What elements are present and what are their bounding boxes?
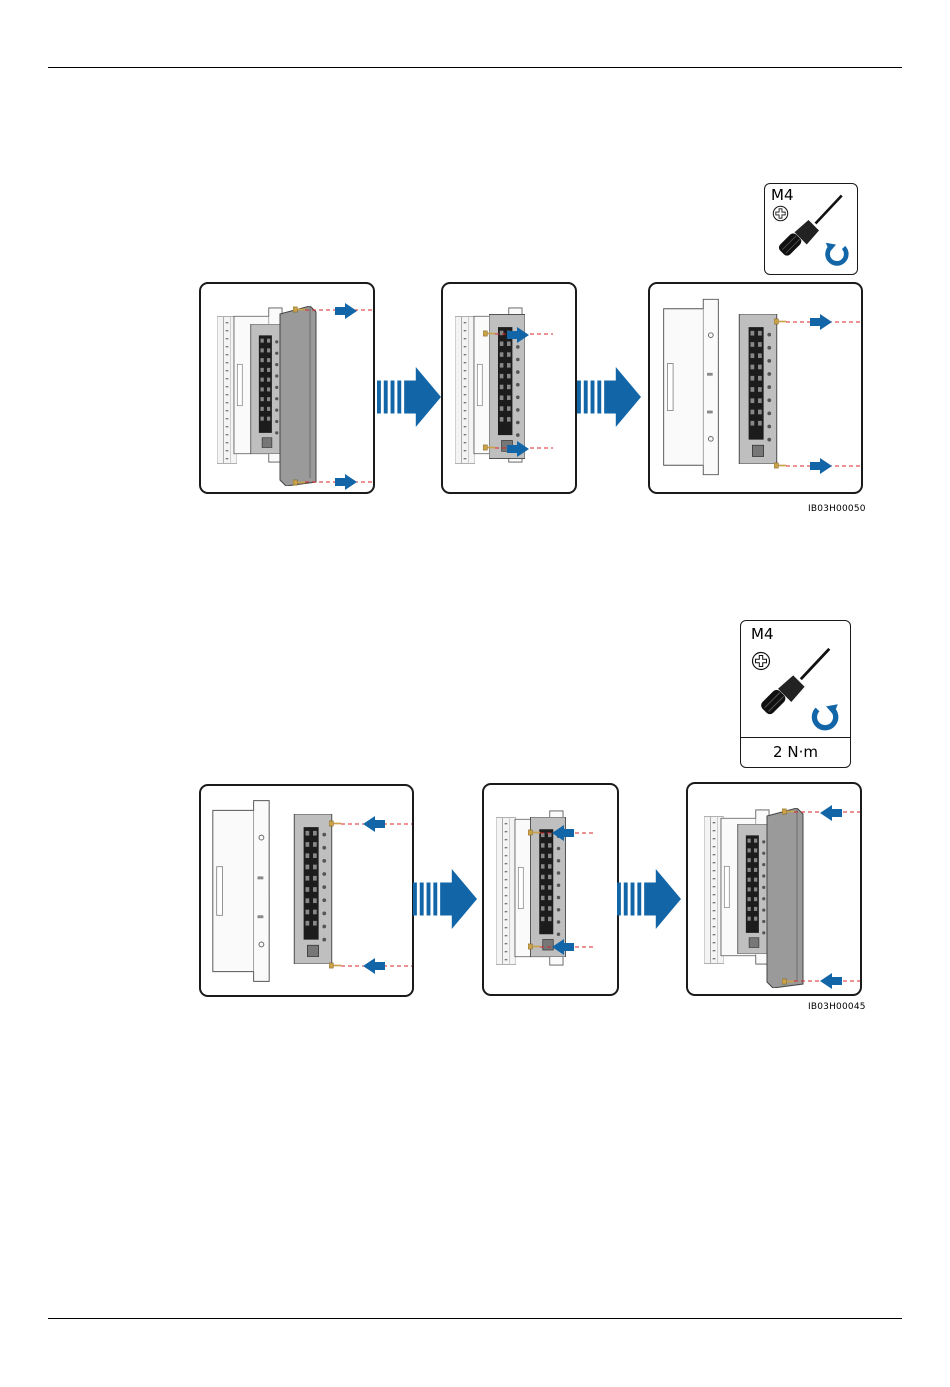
illustration-detach-bracket — [650, 284, 861, 492]
counterclockwise-arrow-icon — [823, 240, 851, 268]
step-arrow-icon — [377, 366, 441, 428]
header-rule — [48, 67, 902, 68]
clockwise-arrow-icon — [809, 701, 841, 733]
step-panel-unscrew-board — [441, 282, 577, 494]
tool-spec-box-top: M4 — [764, 183, 858, 275]
step-arrow-icon — [617, 868, 681, 930]
illustration-install-cover — [688, 784, 860, 994]
tool-spec-box-bottom: M4 2 N·m — [740, 620, 851, 768]
illustration-unscrew-board — [443, 284, 575, 492]
torque-value: 2 N·m — [741, 737, 850, 767]
illustration-screw-board — [484, 785, 617, 994]
step-panel-detach-bracket — [648, 282, 863, 494]
illustration-remove-cover — [201, 284, 373, 492]
step-panel-screw-board — [482, 783, 619, 996]
footer-rule — [48, 1318, 902, 1319]
illustration-attach-bracket — [201, 786, 412, 995]
step-panel-attach-bracket — [199, 784, 414, 997]
figure-id-bottom: IB03H00045 — [808, 1002, 866, 1012]
figure-id-top: IB03H00050 — [808, 504, 866, 514]
step-arrow-icon — [577, 366, 641, 428]
step-panel-remove-cover — [199, 282, 375, 494]
screw-size-label: M4 — [751, 625, 774, 643]
step-arrow-icon — [413, 868, 477, 930]
step-panel-install-cover — [686, 782, 862, 996]
